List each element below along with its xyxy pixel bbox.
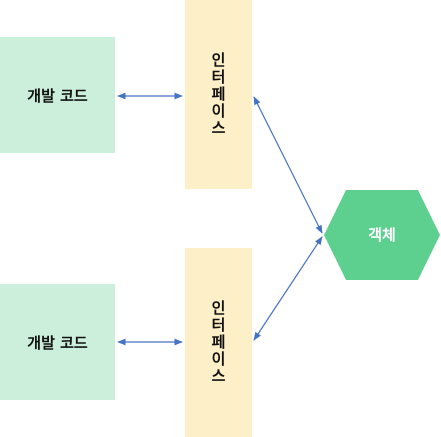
arrow-interface-top-object — [253, 96, 323, 234]
vertical-char: 이 — [211, 350, 226, 368]
dev-code-box-bottom: 개발 코드 — [0, 284, 115, 400]
dev-code-label-bottom: 개발 코드 — [27, 333, 88, 352]
arrow-interface-bottom-object — [253, 236, 323, 341]
vertical-char: 페 — [211, 333, 226, 351]
object-label: 객체 — [368, 226, 396, 244]
vertical-char: 페 — [211, 85, 226, 103]
vertical-char: 터 — [211, 68, 226, 86]
vertical-char: 터 — [211, 316, 226, 334]
dev-code-box-top: 개발 코드 — [0, 37, 115, 153]
vertical-char: 인 — [211, 299, 226, 317]
vertical-char: 이 — [211, 102, 226, 120]
dev-code-label-top: 개발 코드 — [27, 86, 88, 105]
vertical-char: 스 — [211, 367, 226, 385]
vertical-char: 스 — [211, 119, 226, 137]
vertical-char: 인 — [211, 51, 226, 69]
object-hexagon — [324, 190, 440, 280]
